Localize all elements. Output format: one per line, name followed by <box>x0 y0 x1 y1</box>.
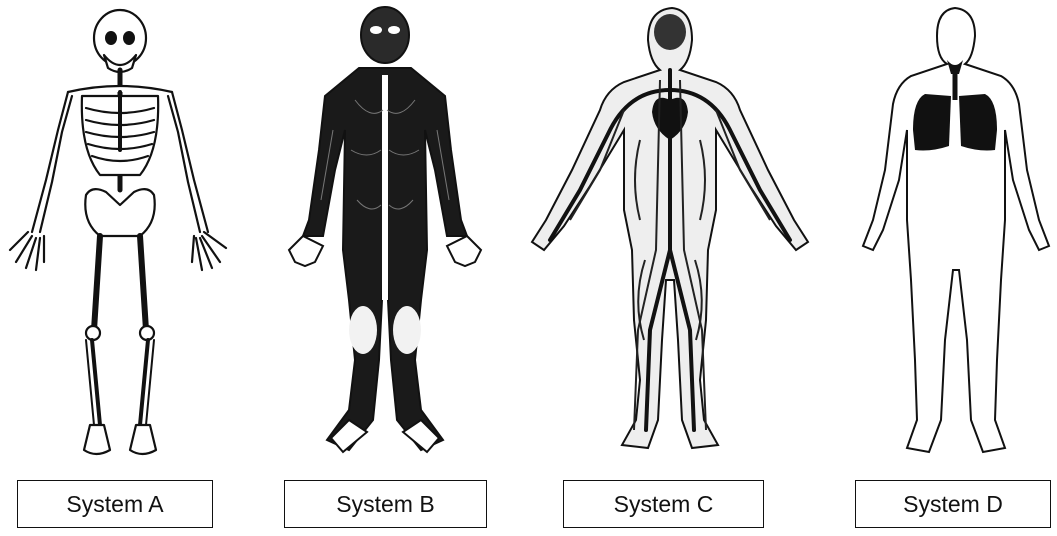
muscle-icon <box>275 0 490 465</box>
skeleton-icon <box>0 0 240 465</box>
system-d-figure <box>855 0 1057 465</box>
system-b-label: System B <box>284 480 487 528</box>
circulatory-icon <box>520 0 820 465</box>
system-c-figure <box>520 0 820 465</box>
lungs-icon <box>855 0 1057 465</box>
system-b-figure <box>275 0 490 465</box>
system-d-label: System D <box>855 480 1051 528</box>
system-c-label: System C <box>563 480 764 528</box>
system-a-figure <box>0 0 240 465</box>
system-a-label: System A <box>17 480 213 528</box>
